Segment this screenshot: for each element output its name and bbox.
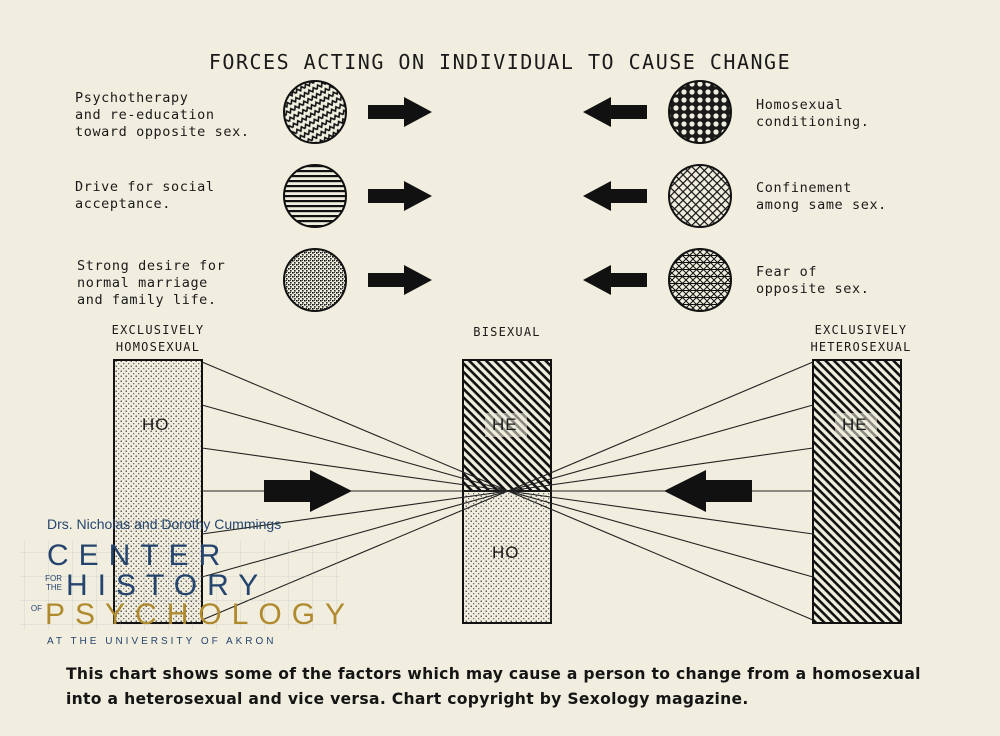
watermark-psychology: PSYCHOLOGY: [45, 598, 356, 631]
scale-label-homosexual: EXCLUSIVELY HOMOSEXUAL: [111, 323, 205, 354]
force-label-conditioning: Homosexual conditioning.: [756, 97, 870, 130]
left-arrow-icon: [583, 181, 647, 211]
bar-label-ho: HO: [142, 415, 170, 434]
scale-label-bisexual: BISEXUAL: [473, 325, 541, 339]
force-label-confinement: Confinement among same sex.: [756, 180, 887, 213]
bar-label-he: HE: [842, 415, 868, 434]
watermark-heading: Drs. Nicholas and Dorothy Cummings: [47, 516, 282, 532]
label-patch: [485, 413, 527, 437]
right-arrow-icon: [368, 181, 432, 211]
left-arrow-icon: [664, 470, 752, 512]
figure-caption: This chart shows some of the factors whi…: [66, 665, 921, 708]
striped-circle-icon: [283, 164, 347, 228]
watermark-of: OF: [30, 604, 42, 613]
right-arrow-icon: [264, 470, 352, 512]
left-arrow-icon: [583, 265, 647, 295]
watermark-history: HISTORY: [66, 569, 269, 602]
left-arrow-icon: [583, 97, 647, 127]
force-label-marriage: Strong desire for normal marriage and fa…: [77, 258, 226, 308]
converging-lines: [201, 361, 814, 621]
force-label-fear: Fear of opposite sex.: [756, 264, 870, 297]
stipple-circle-icon: [283, 248, 347, 312]
bar-label-ho: HO: [492, 543, 520, 562]
zigzag-circle-icon: [283, 80, 347, 144]
right-arrow-icon: [368, 97, 432, 127]
bar-label-he: HE: [492, 415, 518, 434]
mesh-circle-icon: [668, 248, 732, 312]
heterosexual-bar: [812, 359, 902, 624]
dotted-circle-icon: [668, 80, 732, 144]
crosshatch-circle-icon: [668, 164, 732, 228]
force-label-psychotherapy: Psychotherapy and re-education toward op…: [75, 90, 250, 140]
watermark-grid: [20, 540, 340, 630]
watermark-university: AT THE UNIVERSITY OF AKRON: [47, 636, 277, 647]
right-arrow-icon: [368, 265, 432, 295]
watermark-center: CENTER: [47, 539, 231, 572]
page-title: FORCES ACTING ON INDIVIDUAL TO CAUSE CHA…: [208, 50, 792, 74]
label-patch: [835, 413, 877, 437]
force-label-social-acceptance: Drive for social acceptance.: [75, 179, 215, 212]
scale-label-heterosexual: EXCLUSIVELY HETEROSEXUAL: [810, 323, 912, 354]
watermark-for-the: FOR THE: [45, 574, 62, 592]
